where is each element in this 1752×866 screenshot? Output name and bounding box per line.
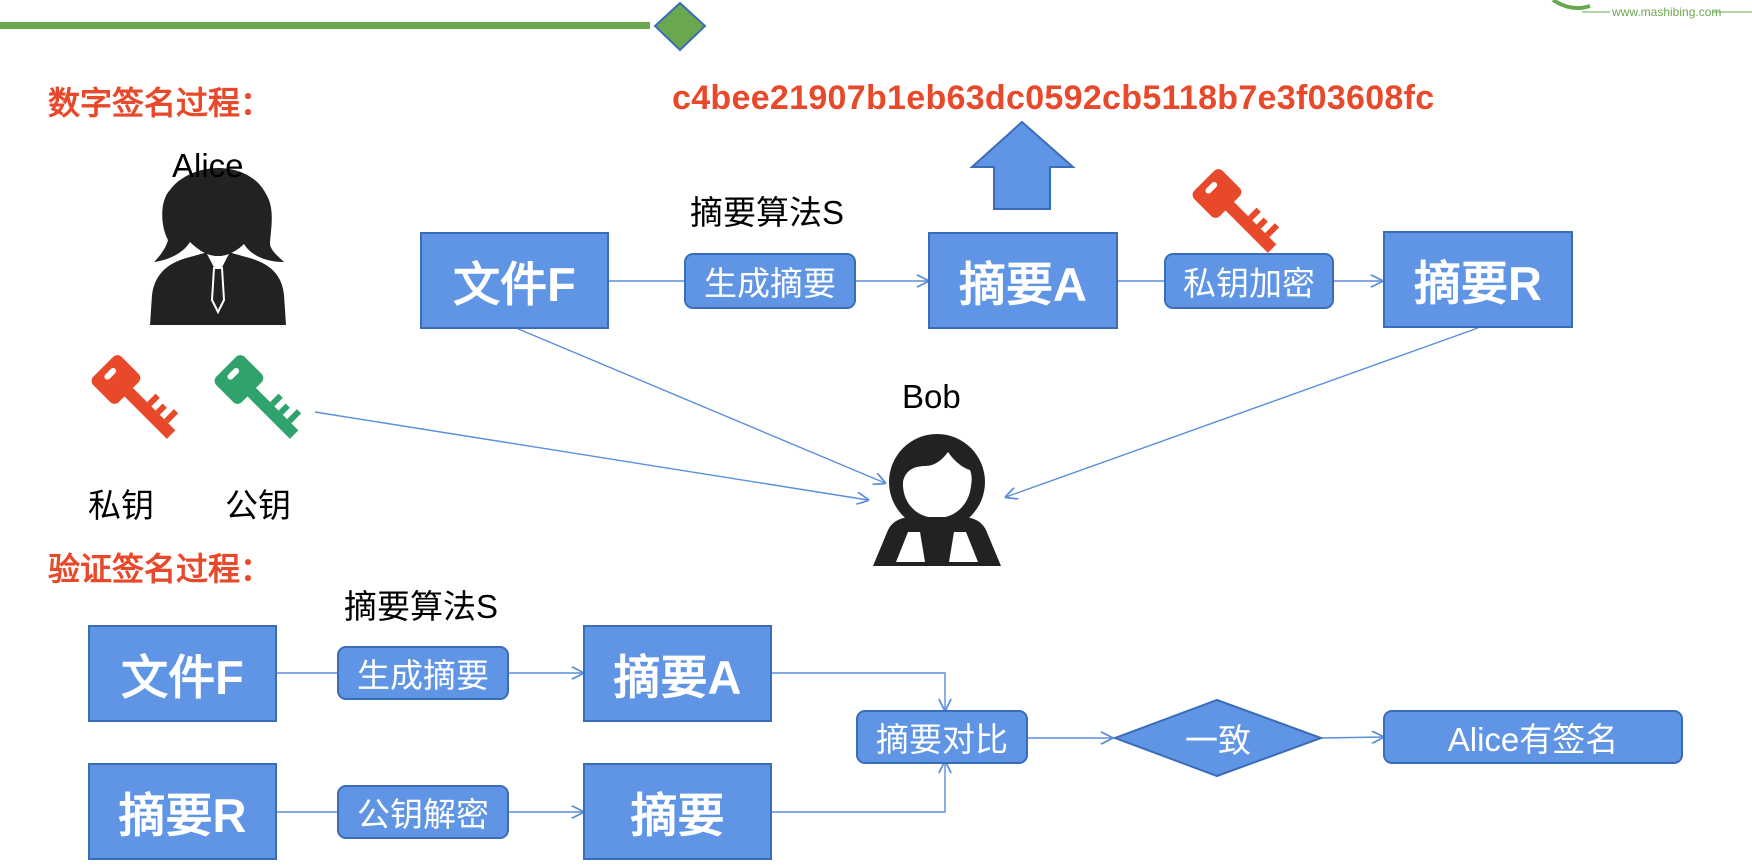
alice-label: Alice xyxy=(172,147,244,184)
public-key-label: 公钥 xyxy=(225,487,291,524)
signing-connectors xyxy=(314,281,1479,500)
verifying-algorithm-label: 摘要算法S xyxy=(344,588,499,625)
bob-label: Bob xyxy=(902,378,961,415)
verifying-digest-box: 摘要A xyxy=(583,625,772,722)
bob-person-icon xyxy=(873,434,1001,566)
private-key-icon xyxy=(91,355,179,439)
private-key-label: 私钥 xyxy=(88,487,154,524)
verifying-plain-digest-box: 摘要 xyxy=(583,763,772,860)
verifying-digest-r-box: 摘要R xyxy=(88,763,277,860)
verifying-result-box: Alice有签名 xyxy=(1383,710,1683,764)
signing-section-title: 数字签名过程： xyxy=(48,85,273,121)
verifying-section-title: 验证签名过程： xyxy=(48,551,273,587)
encrypt-key-icon xyxy=(1192,169,1280,253)
verifying-decrypt-step: 公钥解密 xyxy=(337,785,509,839)
digest-hash-value: c4bee21907b1eb63dc0592cb5118b7e3f03608fc xyxy=(672,79,1435,117)
verifying-connectors xyxy=(277,673,1383,812)
signing-algorithm-label: 摘要算法S xyxy=(690,194,845,231)
alice-person-icon xyxy=(150,168,286,325)
signing-generate-step: 生成摘要 xyxy=(684,253,856,309)
consistent-label: 一致 xyxy=(1185,722,1251,759)
verifying-file-box: 文件F xyxy=(88,625,277,722)
signing-digest-r-box: 摘要R xyxy=(1383,231,1573,328)
verifying-generate-step: 生成摘要 xyxy=(337,646,509,700)
consistent-diamond xyxy=(1112,698,1324,778)
header-decoration xyxy=(0,0,1752,52)
verifying-compare-step: 摘要对比 xyxy=(856,710,1028,764)
brand-url: www.mashibing.com xyxy=(1612,5,1722,19)
signing-digest-box: 摘要A xyxy=(928,232,1118,329)
signing-encrypt-step: 私钥加密 xyxy=(1164,253,1334,309)
public-key-icon xyxy=(214,355,302,439)
signing-file-box: 文件F xyxy=(420,232,609,329)
up-arrow-icon xyxy=(969,120,1076,210)
